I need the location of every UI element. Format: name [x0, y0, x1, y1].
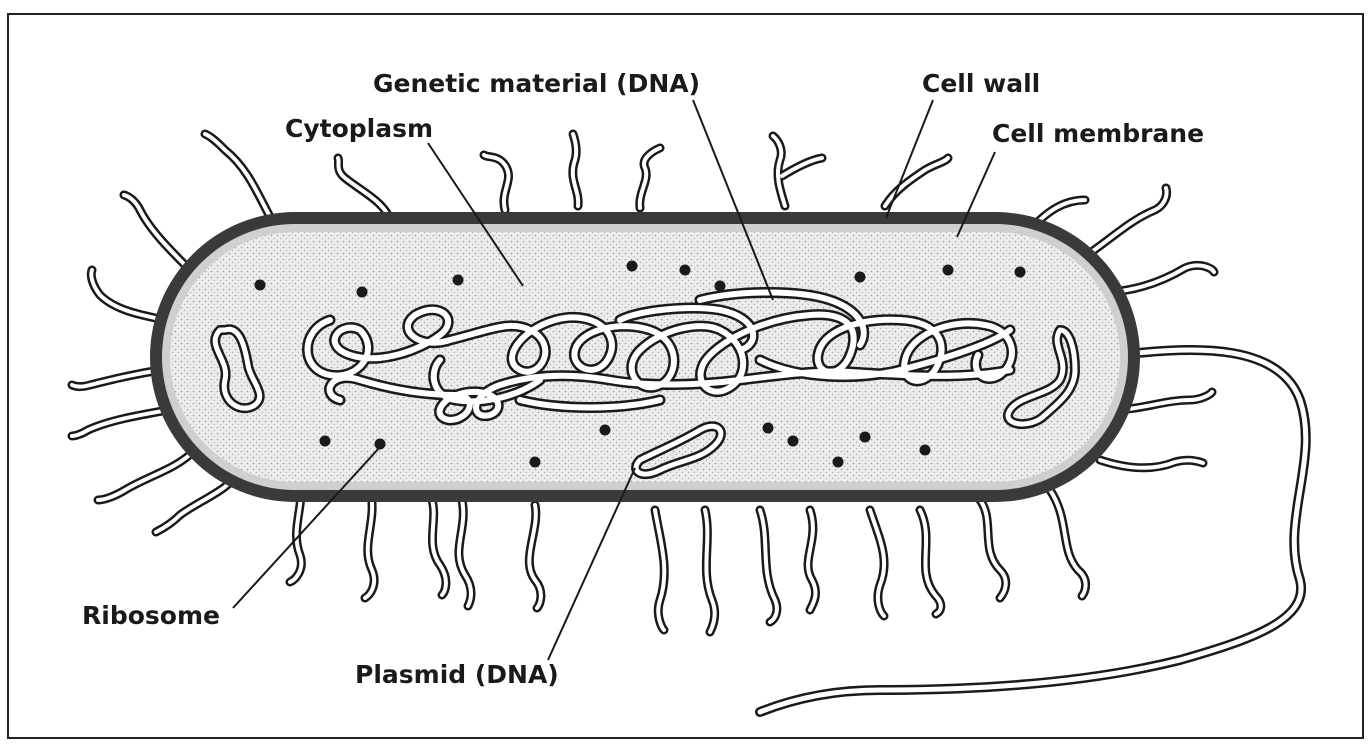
ribosome-dot — [833, 457, 844, 468]
label-cell-membrane: Cell membrane — [992, 119, 1204, 148]
ribosome-dot — [357, 287, 368, 298]
ribosome-dot — [715, 281, 726, 292]
ribosome-dot — [453, 275, 464, 286]
ribosome-dot — [763, 423, 774, 434]
ribosome-dot — [600, 425, 611, 436]
ribosome-dot — [855, 272, 866, 283]
ribosome-dot — [255, 280, 266, 291]
label-cell-wall: Cell wall — [922, 69, 1040, 98]
ribosome-dot — [320, 436, 331, 447]
ribosome-dot — [860, 432, 871, 443]
leader-cell-wall — [886, 100, 933, 218]
label-cytoplasm: Cytoplasm — [285, 114, 433, 143]
label-genetic-material: Genetic material (DNA) — [373, 69, 700, 98]
ribosome-dot — [627, 261, 638, 272]
ribosome-dot — [1015, 267, 1026, 278]
label-ribosome: Ribosome — [82, 601, 220, 630]
ribosome-dot — [680, 265, 691, 276]
ribosome-dot — [788, 436, 799, 447]
ribosome-dot — [530, 457, 541, 468]
ribosome-dot — [920, 445, 931, 456]
label-plasmid: Plasmid (DNA) — [355, 660, 559, 689]
ribosome-dot — [943, 265, 954, 276]
